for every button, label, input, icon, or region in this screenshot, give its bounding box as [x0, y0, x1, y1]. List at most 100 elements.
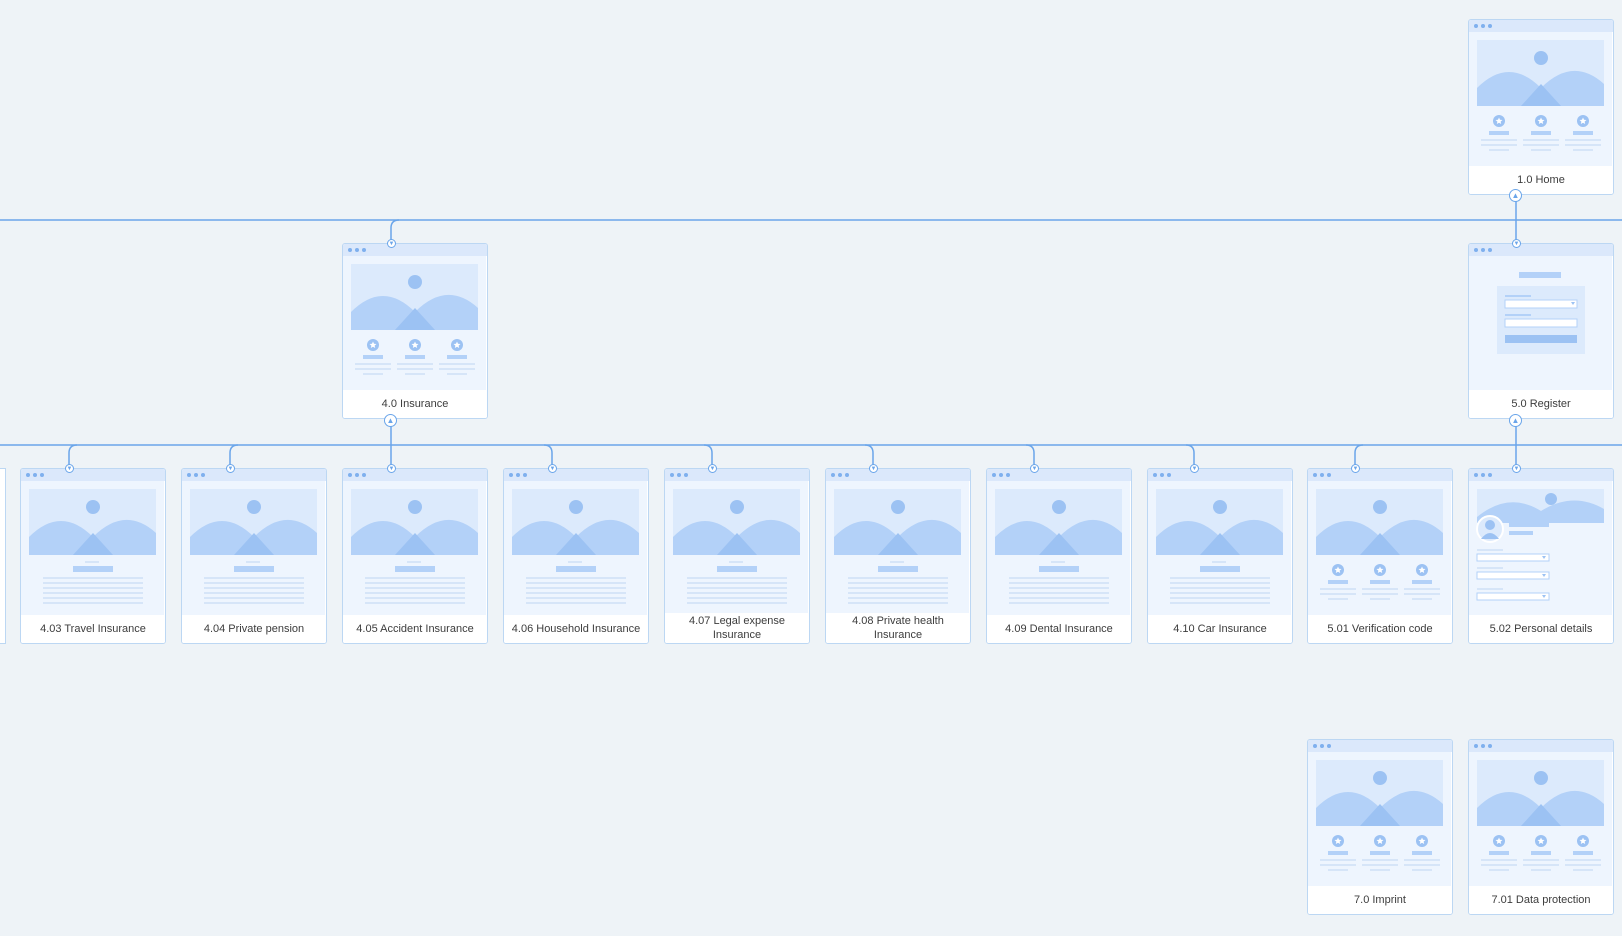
page-thumbnail [1469, 32, 1612, 168]
page-card-label: 4.09 Dental Insurance [987, 615, 1131, 643]
page-card-insurance[interactable]: 4.0 Insurance [342, 243, 488, 419]
page-thumbnail [343, 256, 486, 392]
parent-anchor-pension[interactable]: ▼ [226, 464, 235, 473]
parent-anchor-legal[interactable]: ▼ [708, 464, 717, 473]
wireframe-illustration [29, 489, 156, 604]
page-thumbnail [826, 481, 969, 617]
page-card-dental-insurance[interactable]: 4.09 Dental Insurance [986, 468, 1132, 644]
chevron-down-icon: ▼ [709, 465, 716, 472]
window-dots-icon [182, 469, 326, 481]
page-thumbnail [1308, 752, 1451, 888]
page-card-imprint[interactable]: 7.0 Imprint [1307, 739, 1453, 915]
collapse-toggle-register[interactable]: ▲ [1509, 414, 1522, 427]
wireframe-illustration [834, 489, 961, 604]
parent-anchor-register[interactable]: ▼ [1512, 239, 1521, 248]
page-card-data-protection[interactable]: 7.01 Data protection [1468, 739, 1614, 915]
page-card-label: 5.02 Personal details [1469, 615, 1613, 643]
page-card-label: 7.01 Data protection [1469, 886, 1613, 914]
window-dots-icon [1308, 740, 1452, 752]
chevron-up-icon: ▲ [1511, 190, 1520, 200]
page-card-car-insurance[interactable]: 4.10 Car Insurance [1147, 468, 1293, 644]
window-dots-icon [504, 469, 648, 481]
chevron-down-icon: ▼ [1513, 465, 1520, 472]
window-dots-icon [1469, 244, 1613, 256]
chevron-down-icon: ▼ [870, 465, 877, 472]
page-card-personal-details[interactable]: 5.02 Personal details [1468, 468, 1614, 644]
page-card-label: 4.06 Household Insurance [504, 615, 648, 643]
wireframe-illustration [1316, 760, 1443, 871]
page-card-label: 4.05 Accident Insurance [343, 615, 487, 643]
page-card-label: 4.08 Private health Insurance [826, 613, 970, 643]
window-dots-icon [1148, 469, 1292, 481]
parent-anchor-car[interactable]: ▼ [1190, 464, 1199, 473]
wireframe-illustration [1477, 760, 1604, 871]
wireframe-illustration [190, 489, 317, 604]
parent-anchor-health[interactable]: ▼ [869, 464, 878, 473]
page-thumbnail [665, 481, 808, 617]
collapse-toggle-insurance[interactable]: ▲ [384, 414, 397, 427]
offscreen-card-edge [0, 468, 6, 644]
chevron-down-icon: ▼ [549, 465, 556, 472]
page-card-private-health-insurance[interactable]: 4.08 Private health Insurance [825, 468, 971, 644]
page-thumbnail [1469, 752, 1612, 888]
window-dots-icon [665, 469, 809, 481]
wireframe-illustration [351, 489, 478, 604]
wireframe-illustration [1476, 489, 1604, 601]
page-card-label: 4.10 Car Insurance [1148, 615, 1292, 643]
wireframe-illustration [995, 489, 1122, 604]
parent-anchor-accident[interactable]: ▼ [387, 464, 396, 473]
wireframe-illustration [1156, 489, 1283, 604]
page-card-travel-insurance[interactable]: 4.03 Travel Insurance [20, 468, 166, 644]
page-card-home[interactable]: 1.0 Home [1468, 19, 1614, 195]
chevron-down-icon: ▼ [227, 465, 234, 472]
wireframe-illustration [351, 264, 478, 375]
window-dots-icon [1469, 740, 1613, 752]
page-card-label: 1.0 Home [1469, 166, 1613, 194]
page-thumbnail [1469, 481, 1612, 617]
page-card-label: 7.0 Imprint [1308, 886, 1452, 914]
page-card-label: 5.0 Register [1469, 390, 1613, 418]
page-thumbnail [21, 481, 164, 617]
chevron-up-icon: ▲ [386, 415, 395, 425]
window-dots-icon [343, 244, 487, 256]
page-thumbnail [1148, 481, 1291, 617]
wireframe-illustration [673, 489, 800, 604]
page-card-label: 4.04 Private pension [182, 615, 326, 643]
page-thumbnail [987, 481, 1130, 617]
chevron-down-icon: ▼ [388, 240, 395, 247]
wireframe-illustration [512, 489, 639, 604]
page-thumbnail [1469, 256, 1612, 392]
parent-anchor-personal[interactable]: ▼ [1512, 464, 1521, 473]
page-card-label: 4.03 Travel Insurance [21, 615, 165, 643]
window-dots-icon [987, 469, 1131, 481]
page-card-legal-expense-insurance[interactable]: 4.07 Legal expense Insurance [664, 468, 810, 644]
window-dots-icon [1308, 469, 1452, 481]
page-thumbnail [1308, 481, 1451, 617]
chevron-down-icon: ▼ [1352, 465, 1359, 472]
chevron-down-icon: ▼ [1513, 240, 1520, 247]
page-card-verification-code[interactable]: 5.01 Verification code [1307, 468, 1453, 644]
window-dots-icon [343, 469, 487, 481]
page-thumbnail [504, 481, 647, 617]
page-card-accident-insurance[interactable]: 4.05 Accident Insurance [342, 468, 488, 644]
page-card-register[interactable]: 5.0 Register [1468, 243, 1614, 419]
collapse-toggle-home[interactable]: ▲ [1509, 189, 1522, 202]
window-dots-icon [1469, 20, 1613, 32]
window-dots-icon [1469, 469, 1613, 481]
page-card-household-insurance[interactable]: 4.06 Household Insurance [503, 468, 649, 644]
page-card-label: 5.01 Verification code [1308, 615, 1452, 643]
chevron-up-icon: ▲ [1511, 415, 1520, 425]
chevron-down-icon: ▼ [388, 465, 395, 472]
parent-anchor-dental[interactable]: ▼ [1030, 464, 1039, 473]
parent-anchor-verification[interactable]: ▼ [1351, 464, 1360, 473]
wireframe-illustration [1477, 40, 1604, 151]
parent-anchor-insurance[interactable]: ▼ [387, 239, 396, 248]
window-dots-icon [21, 469, 165, 481]
page-card-label: 4.07 Legal expense Insurance [665, 613, 809, 643]
wireframe-illustration [1497, 272, 1585, 354]
page-thumbnail [343, 481, 486, 617]
window-dots-icon [826, 469, 970, 481]
parent-anchor-travel[interactable]: ▼ [65, 464, 74, 473]
parent-anchor-household[interactable]: ▼ [548, 464, 557, 473]
page-card-private-pension[interactable]: 4.04 Private pension [181, 468, 327, 644]
